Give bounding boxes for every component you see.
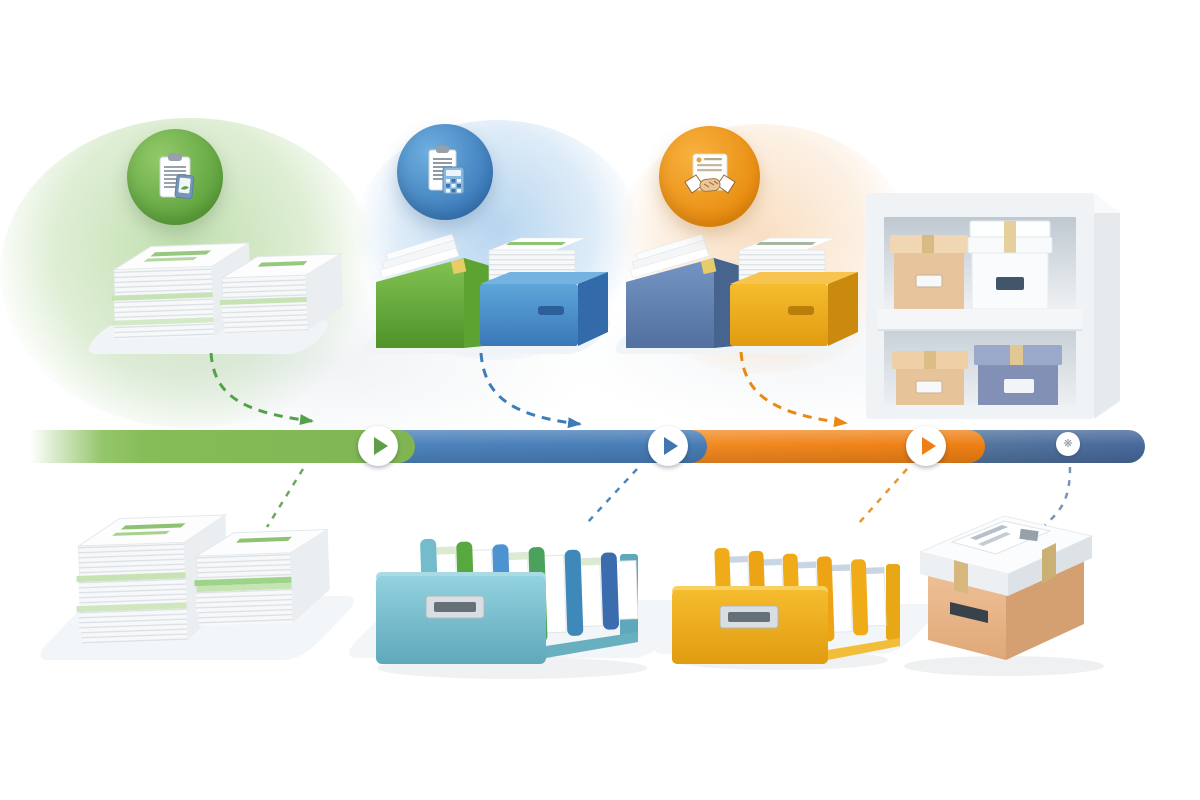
cardboard-archive-box: [904, 515, 1104, 676]
stage-badge-processing: [397, 124, 493, 220]
blue-document-box: [480, 237, 608, 346]
play-button-stage-1[interactable]: [358, 426, 398, 466]
amber-folder-box: [672, 547, 900, 670]
document-handshake-icon: [683, 153, 736, 194]
document-calculator-icon: [428, 146, 465, 195]
stage-badge-intake: [127, 129, 223, 225]
connector-processing-down: [479, 352, 582, 429]
connector-to-output-2: [586, 468, 638, 524]
paper-stacks-bottom: [76, 514, 330, 644]
label-holder: [719, 605, 779, 629]
shelf-box-white-stack: [967, 220, 1053, 310]
tape-strap-side: [1042, 543, 1056, 584]
archive-shelf: [866, 193, 1120, 419]
handle-slot: [950, 602, 988, 623]
play-icon: [373, 437, 388, 455]
shelf-box-tan-bottom: [892, 351, 968, 405]
play-icon: [663, 437, 678, 455]
stage-badge-agreement: [659, 126, 760, 227]
processing-boxes: [376, 233, 608, 348]
tape-strap-front: [954, 560, 968, 594]
label-holder: [425, 595, 485, 619]
connector-to-output-3: [858, 468, 908, 524]
document-on-lid: [950, 520, 1052, 555]
clipboard-checklist-icon: [159, 153, 195, 200]
connector-intake-down: [209, 352, 314, 426]
amber-document-box: [730, 237, 858, 346]
timeline-segment-intake: [30, 430, 415, 463]
connector-to-output-1: [265, 468, 305, 528]
connector-to-output-4: [1044, 466, 1072, 526]
play-button-stage-3[interactable]: [906, 426, 946, 466]
agreement-boxes: [626, 233, 858, 348]
timeline-end-marker[interactable]: ❋: [1056, 432, 1080, 456]
paper-stacks-top: [111, 242, 344, 340]
connector-agreement-down: [739, 351, 848, 428]
teal-binder-box: [376, 538, 647, 679]
shelf-box-blue-bottom: [974, 345, 1062, 405]
asterisk-icon: ❋: [1063, 437, 1073, 450]
shelf-box-tan-top: [890, 235, 968, 309]
play-icon: [921, 437, 936, 455]
play-button-stage-2[interactable]: [648, 426, 688, 466]
